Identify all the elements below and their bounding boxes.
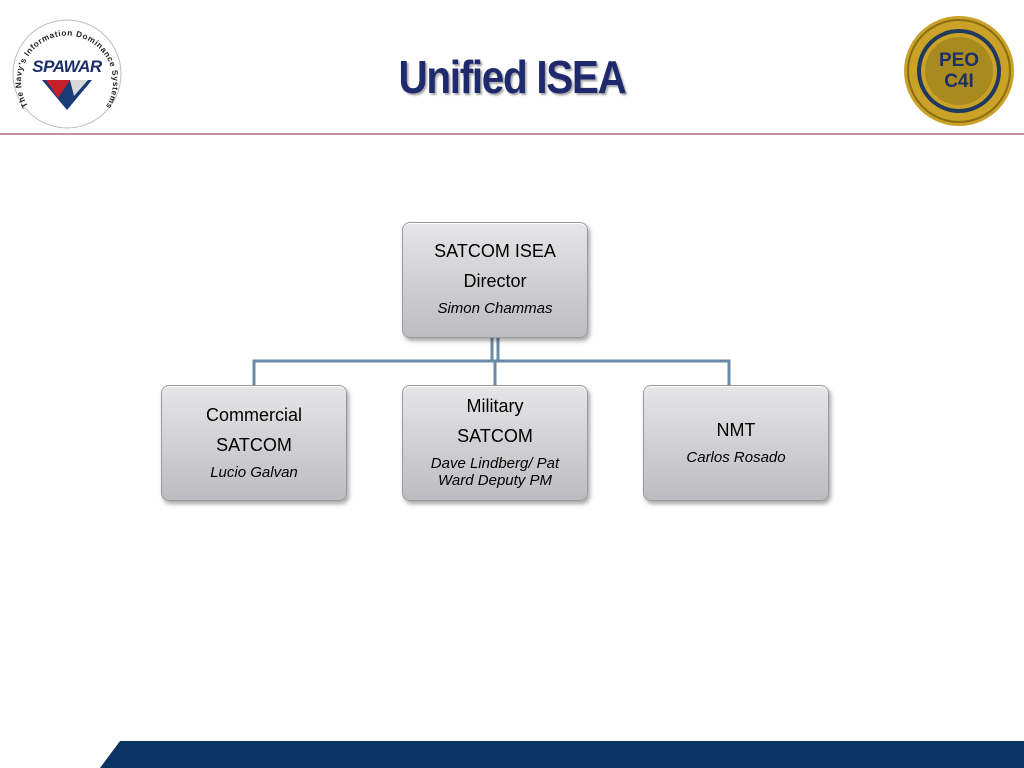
org-box-person: Dave Lindberg/ Pat Ward Deputy PM xyxy=(430,455,560,489)
org-box-line: SATCOM ISEA xyxy=(434,241,556,261)
header-divider xyxy=(0,133,1024,135)
org-box-line: SATCOM xyxy=(457,426,533,446)
svg-text:SPAWAR: SPAWAR xyxy=(32,57,103,76)
footer-band xyxy=(100,741,1024,768)
org-box-line: Director xyxy=(463,271,527,291)
peo-c4i-logo: PEO C4I xyxy=(902,14,1016,128)
org-box-director: SATCOM ISEA Director Simon Chammas xyxy=(402,222,588,338)
slide-title: Unified ISEA xyxy=(398,51,626,103)
spawar-logo: The Navy's Information Dominance Systems… xyxy=(4,11,126,130)
org-box-person: Simon Chammas xyxy=(437,300,553,317)
org-box-line: SATCOM xyxy=(216,435,292,455)
org-box-person: Carlos Rosado xyxy=(686,449,786,466)
org-box-line: Commercial xyxy=(205,405,302,425)
svg-text:C4I: C4I xyxy=(944,71,974,92)
org-box-military-satcom: Military SATCOM Dave Lindberg/ Pat Ward … xyxy=(402,385,588,501)
svg-text:PEO: PEO xyxy=(939,50,979,71)
org-box-nmt: NMT Carlos Rosado xyxy=(643,385,829,501)
org-box-line: Military xyxy=(466,396,524,416)
org-box-line: NMT xyxy=(716,420,756,440)
org-box-commercial-satcom: Commercial SATCOM Lucio Galvan xyxy=(161,385,347,501)
org-box-person: Lucio Galvan xyxy=(210,464,298,481)
